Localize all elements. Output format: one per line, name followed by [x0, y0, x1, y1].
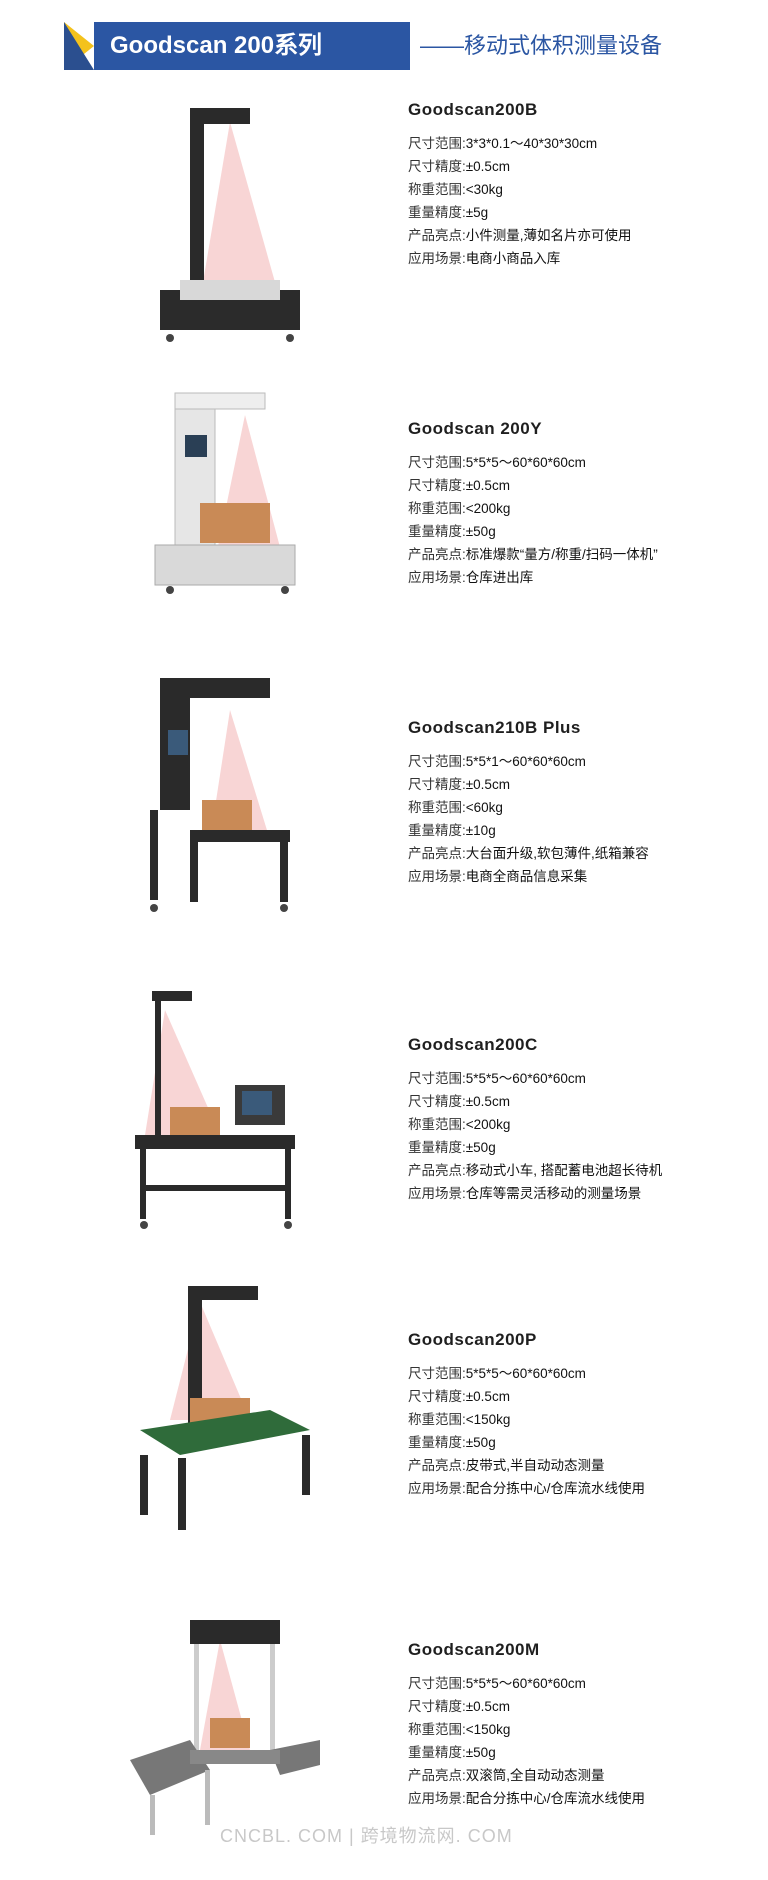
spec-row: 尺寸范围:5*5*5～60*60*60cm	[408, 1366, 586, 1381]
spec-row: 尺寸范围:5*5*1～60*60*60cm	[408, 754, 586, 769]
spec-row: 产品亮点:标准爆款“量方/称重/扫码一体机”	[408, 547, 658, 562]
product-name: Goodscan200B	[408, 100, 538, 119]
goodscan-200p-device-image	[140, 1286, 310, 1530]
spec-row: 尺寸范围:5*5*5～60*60*60cm	[408, 455, 586, 470]
spec-row: 称重范围:<200kg	[408, 501, 511, 516]
product-name: Goodscan200P	[408, 1330, 537, 1349]
spec-row: 应用场景:仓库进出库	[408, 570, 534, 585]
spec-row: 尺寸精度:±0.5cm	[408, 1699, 510, 1714]
spec-row: 应用场景:仓库等需灵活移动的测量场景	[408, 1186, 642, 1201]
spec-row: 重量精度:±50g	[408, 1435, 496, 1450]
spec-row: 称重范围:<30kg	[408, 182, 503, 197]
page-header: Goodscan 200系列 ——移动式体积测量设备	[64, 22, 764, 70]
spec-block: Goodscan200P 尺寸范围:5*5*5～60*60*60cm 尺寸精度:…	[408, 1330, 748, 1500]
goodscan-200y-device-image	[154, 392, 296, 594]
spec-row: 称重范围:<200kg	[408, 1117, 511, 1132]
spec-row: 应用场景:配合分拣中心/仓库流水线使用	[408, 1791, 646, 1806]
spec-row: 重量精度:±10g	[408, 823, 496, 838]
spec-row: 称重范围:<150kg	[408, 1722, 511, 1737]
spec-row: 应用场景:电商小商品入库	[408, 251, 561, 266]
spec-row: 应用场景:配合分拣中心/仓库流水线使用	[408, 1481, 646, 1496]
spec-row: 尺寸范围:5*5*5～60*60*60cm	[408, 1071, 586, 1086]
spec-row: 称重范围:<60kg	[408, 800, 503, 815]
spec-block: Goodscan210B Plus 尺寸范围:5*5*1～60*60*60cm …	[408, 718, 748, 888]
spec-block: Goodscan200C 尺寸范围:5*5*5～60*60*60cm 尺寸精度:…	[408, 1035, 748, 1205]
spec-block: Goodscan200B 尺寸范围:3*3*0.1～40*30*30cm 尺寸精…	[408, 100, 748, 270]
spec-row: 产品亮点:皮带式,半自动动态测量	[408, 1458, 605, 1473]
spec-row: 尺寸精度:±0.5cm	[408, 478, 510, 493]
product-name: Goodscan200M	[408, 1640, 540, 1659]
product-name: Goodscan210B Plus	[408, 718, 581, 737]
goodscan-200c-device-image	[135, 991, 295, 1229]
spec-row: 产品亮点:移动式小车, 搭配蓄电池超长待机	[408, 1163, 663, 1178]
product-name: Goodscan 200Y	[408, 419, 543, 438]
spec-row: 重量精度:±50g	[408, 524, 496, 539]
spec-block: Goodscan 200Y 尺寸范围:5*5*5～60*60*60cm 尺寸精度…	[408, 419, 748, 589]
site-watermark: CNCBL. COM | 跨境物流网. COM	[220, 1826, 513, 1846]
spec-row: 尺寸精度:±0.5cm	[408, 1389, 510, 1404]
spec-row: 尺寸精度:±0.5cm	[408, 159, 510, 174]
goodscan-210b-plus-device-image	[150, 678, 290, 912]
spec-row: 尺寸范围:5*5*5～60*60*60cm	[408, 1676, 586, 1691]
goodscan-200m-device-image	[130, 1620, 320, 1835]
spec-row: 产品亮点:小件测量,薄如名片亦可使用	[408, 228, 632, 243]
goodscan-200b-device-image	[160, 108, 300, 342]
spec-row: 尺寸精度:±0.5cm	[408, 777, 510, 792]
spec-row: 重量精度:±50g	[408, 1140, 496, 1155]
spec-row: 产品亮点:大台面升级,软包薄件,纸箱兼容	[408, 846, 649, 861]
series-subtitle: ——移动式体积测量设备	[420, 33, 663, 58]
product-name: Goodscan200C	[408, 1035, 538, 1054]
spec-row: 称重范围:<150kg	[408, 1412, 511, 1427]
spec-row: 应用场景:电商全商品信息采集	[408, 869, 588, 884]
spec-row: 尺寸精度:±0.5cm	[408, 1094, 510, 1109]
series-title: Goodscan 200系列	[94, 22, 410, 70]
spec-row: 重量精度:±5g	[408, 205, 489, 220]
blue-triangle-icon	[64, 22, 94, 70]
spec-row: 尺寸范围:3*3*0.1～40*30*30cm	[408, 136, 598, 151]
spec-row: 产品亮点:双滚筒,全自动动态测量	[408, 1768, 605, 1783]
spec-row: 重量精度:±50g	[408, 1745, 496, 1760]
spec-block: Goodscan200M 尺寸范围:5*5*5～60*60*60cm 尺寸精度:…	[408, 1640, 748, 1810]
